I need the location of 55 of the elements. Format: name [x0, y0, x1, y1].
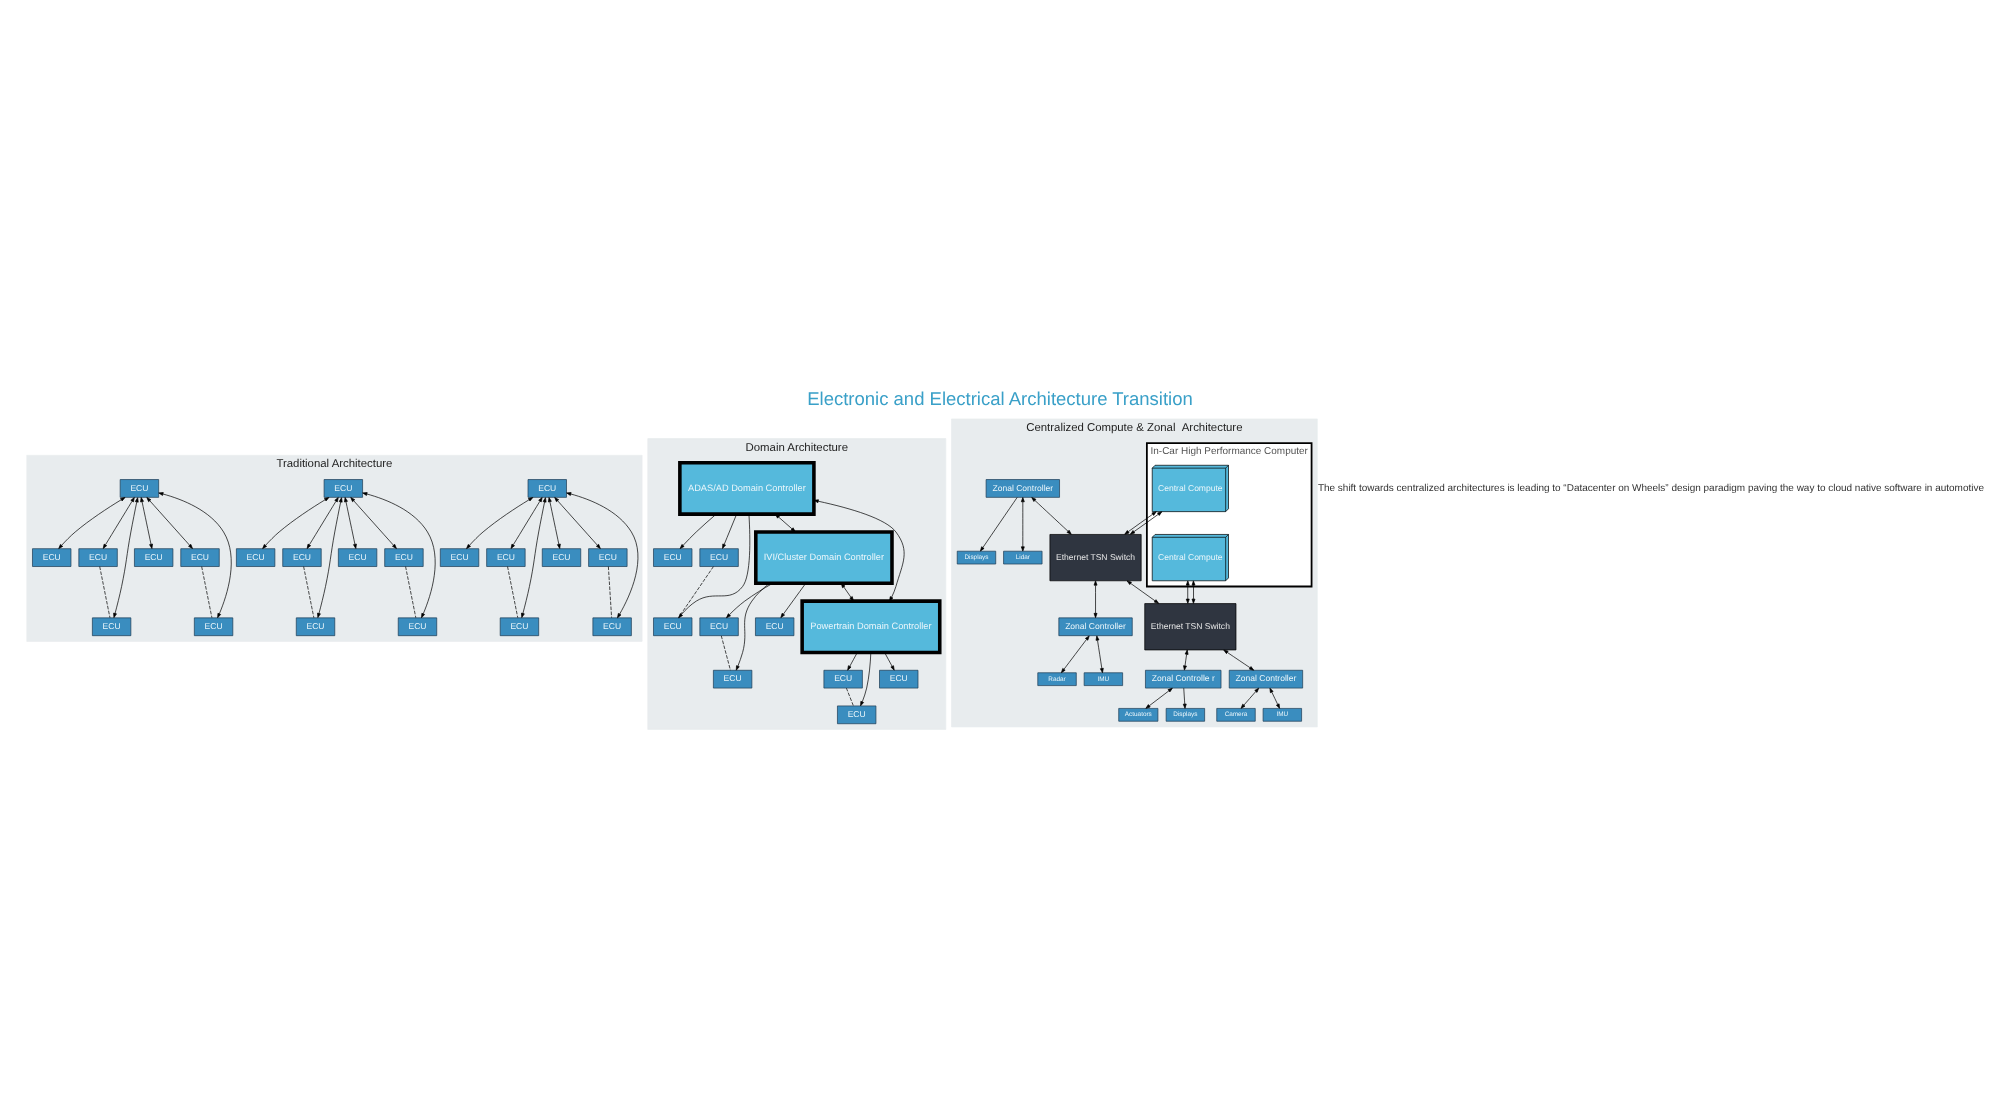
arrow: [1223, 648, 1255, 670]
arrow: [350, 496, 397, 548]
arrow: [722, 512, 737, 548]
connector: [303, 565, 315, 618]
arrow: [158, 491, 232, 618]
arrow: [1185, 579, 1190, 603]
arrow: [566, 491, 639, 618]
arrow: [1126, 579, 1159, 603]
arrow: [362, 491, 436, 618]
arrow: [1145, 686, 1173, 708]
arrow: [548, 496, 561, 548]
arrow: [678, 512, 751, 618]
arrow: [306, 496, 339, 548]
arrow: [262, 496, 330, 548]
arrow: [1093, 579, 1098, 617]
arrow: [1031, 496, 1072, 534]
arrow: [679, 512, 717, 548]
arrow: [58, 496, 126, 548]
arrow: [1020, 496, 1025, 551]
arrow: [780, 582, 807, 617]
arrow: [847, 651, 858, 670]
connector: [678, 565, 714, 618]
arrow: [1183, 648, 1189, 670]
arrow: [735, 582, 770, 670]
arrow: [317, 496, 343, 617]
arrow: [140, 496, 153, 548]
arrow: [1240, 686, 1260, 708]
arrow: [1191, 579, 1196, 603]
connector: [720, 634, 731, 670]
arrow: [980, 496, 1018, 551]
arrow: [146, 496, 193, 548]
arrow: [102, 496, 135, 548]
arrow: [726, 582, 773, 618]
arrow: [510, 496, 543, 548]
arrow: [113, 496, 139, 617]
arrow: [521, 496, 547, 617]
connector: [846, 686, 854, 706]
arrow: [884, 651, 895, 670]
arrow: [1061, 634, 1090, 673]
connector: [405, 565, 417, 618]
arrow: [840, 582, 854, 601]
arrow: [1124, 510, 1157, 534]
arrow: [813, 498, 905, 601]
arrow: [344, 496, 357, 548]
arrow: [1095, 634, 1104, 673]
connector: [507, 565, 519, 618]
arrow: [860, 651, 872, 706]
arrow: [1130, 510, 1163, 534]
arrow: [466, 496, 534, 548]
arrow: [775, 512, 796, 532]
diagram-title: Electronic and Electrical Architecture Transition: [807, 387, 1193, 408]
arrow: [1269, 686, 1280, 708]
arrow: [1182, 686, 1187, 708]
connector: [608, 565, 612, 618]
arrow: [554, 496, 601, 548]
